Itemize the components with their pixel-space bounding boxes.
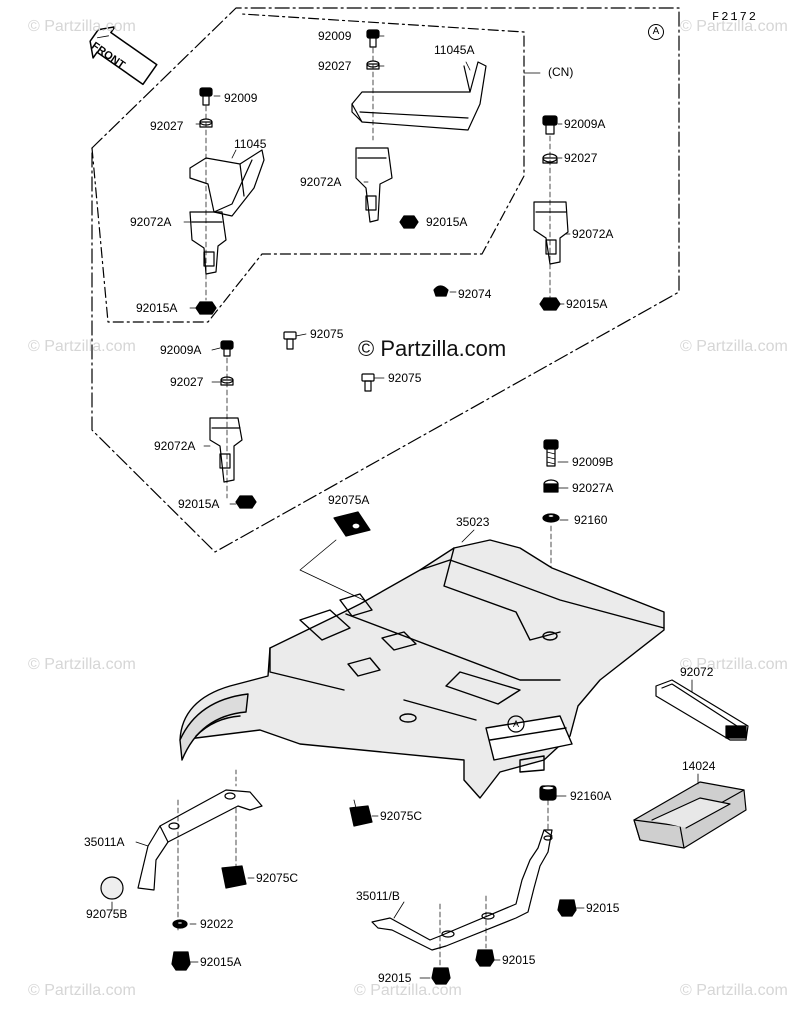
subassembly-boundary	[91, 7, 680, 553]
rubber-mount-92072a-icon	[533, 201, 569, 265]
part-label: 92027	[564, 151, 598, 165]
watermark: © Partzilla.com	[680, 338, 788, 355]
rubber-mount-92072a-icon	[189, 211, 227, 275]
part-label: 92022	[200, 917, 234, 931]
bracket-35011b-icon	[371, 829, 553, 951]
part-label: 35011A	[84, 835, 125, 849]
nut-92015-icon	[475, 949, 495, 967]
bolt-92009a-icon	[542, 115, 558, 135]
leader-lines	[111, 35, 699, 979]
part-label: 92072A	[130, 215, 172, 229]
nut-92015a-icon	[171, 951, 191, 971]
part-label: 92075B	[86, 907, 128, 921]
nut-92015a-icon	[235, 495, 257, 509]
nut-92015-icon	[431, 967, 451, 985]
part-label: 92015A	[200, 955, 242, 969]
bolt-92009-icon	[199, 87, 213, 106]
watermark: © Partzilla.com	[28, 18, 136, 35]
part-label: 92009A	[160, 343, 202, 357]
watermark: © Partzilla.com	[680, 982, 788, 999]
part-label: 92072	[680, 665, 714, 679]
strap-92072-icon	[655, 679, 749, 741]
part-label: 92015A	[136, 301, 178, 315]
part-label: 92015	[378, 971, 412, 985]
washer-92027a-icon	[543, 479, 559, 493]
part-label: 92160	[574, 513, 608, 527]
grommet-92160a-icon	[539, 785, 557, 801]
grommet-92160-icon	[542, 513, 560, 523]
part-label: 92072A	[154, 439, 196, 453]
cn-region-outline	[91, 13, 525, 323]
part-label: 11045	[234, 137, 267, 151]
clip-92075c-icon	[349, 799, 373, 827]
nut-92015a-icon	[399, 215, 419, 229]
washer-92022-icon	[172, 919, 188, 929]
figure-ref-code: F2172	[712, 10, 759, 24]
watermark: © Partzilla.com	[28, 656, 136, 673]
marker-a-label: A	[512, 719, 519, 729]
part-label: 92160A	[570, 789, 612, 803]
part-label: 92075	[388, 371, 422, 385]
part-label: 92009B	[572, 455, 614, 469]
bolt-92009-icon	[366, 29, 380, 48]
part-label: 92027A	[572, 481, 614, 495]
part-label: 92015	[586, 901, 620, 915]
front-arrow-icon	[89, 26, 158, 86]
bracket-11045a-icon	[351, 61, 487, 131]
plug-92075b-icon	[100, 876, 124, 900]
watermark: © Partzilla.com	[28, 982, 136, 999]
part-label: 92015A	[566, 297, 608, 311]
part-label: 92027	[318, 59, 352, 73]
part-label: 92072A	[300, 175, 342, 189]
bolt-92009b-icon	[543, 439, 559, 467]
part-label: 92072A	[572, 227, 614, 241]
marker-a-circle	[507, 715, 525, 733]
plate-92075a-icon	[333, 511, 371, 537]
pad-14024-icon	[633, 781, 747, 849]
part-label: 92009	[318, 29, 352, 43]
bolt-92075-icon	[283, 331, 297, 350]
nut-92015a-icon	[195, 301, 217, 315]
part-label: 92075C	[256, 871, 299, 885]
nut-92015-icon	[557, 899, 577, 917]
watermark: © Partzilla.com	[680, 18, 788, 35]
part-label: 92074	[458, 287, 492, 301]
bolt-92009a-icon	[220, 340, 234, 357]
part-label: 14024	[682, 759, 716, 773]
part-label: 35011/B	[356, 889, 400, 903]
rubber-mount-92072a-icon	[355, 147, 393, 223]
part-label: 92015A	[426, 215, 468, 229]
leader-92075a	[299, 539, 373, 605]
bracket-35011a-icon	[137, 769, 263, 891]
part-label: 92075A	[328, 493, 370, 507]
part-label: 92027	[150, 119, 184, 133]
part-label: 92027	[170, 375, 204, 389]
nut-92015a-icon	[539, 297, 561, 311]
watermark-main: © Partzilla.com	[358, 336, 507, 361]
part-label: 11045A	[434, 43, 475, 57]
part-label: 92009	[224, 91, 258, 105]
part-label: 92009A	[564, 117, 606, 131]
watermark: © Partzilla.com	[28, 338, 136, 355]
clip-92075c-icon	[221, 865, 247, 889]
rear-fender-35023-icon	[179, 539, 665, 799]
part-label: 92075C	[380, 809, 423, 823]
rubber-mount-92072a-icon	[209, 417, 243, 483]
part-label: 92015	[502, 953, 536, 967]
watermark: © Partzilla.com	[680, 656, 788, 673]
bolt-92075-icon	[361, 373, 375, 392]
part-label: 92075	[310, 327, 344, 341]
watermark: © Partzilla.com	[354, 982, 462, 999]
bracket-11045-icon	[189, 149, 265, 217]
part-label: 35023	[456, 515, 490, 529]
cap-92074-icon	[433, 285, 449, 297]
region-label-cn: (CN)	[548, 65, 574, 79]
view-marker-a: A	[648, 24, 664, 40]
part-label: 92015A	[178, 497, 220, 511]
